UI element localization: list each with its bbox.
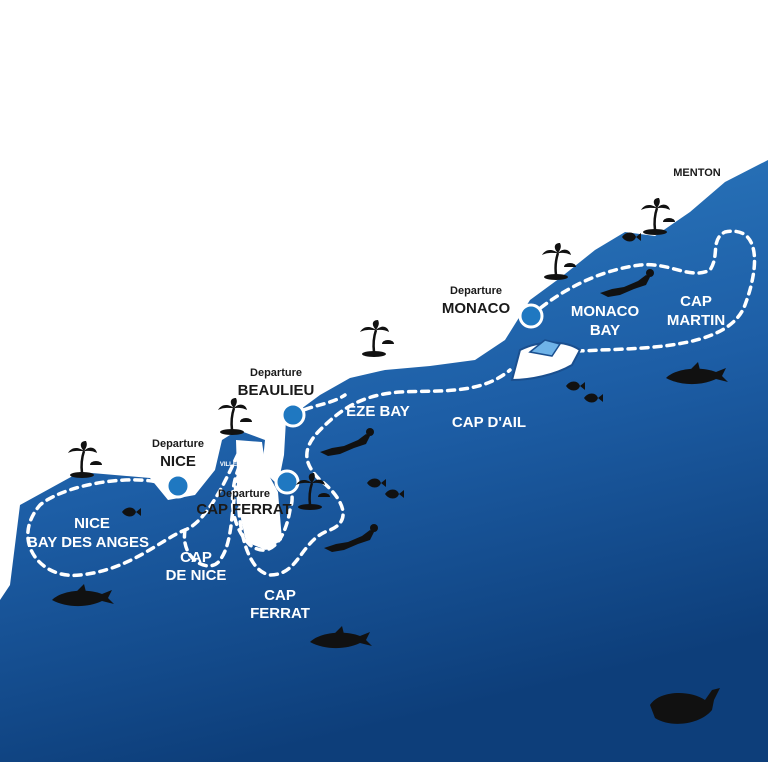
departure-dot-beaulieu[interactable] [280, 402, 306, 428]
cap-ferrat-peninsula [236, 440, 282, 550]
area-monaco-bay: MONACO [571, 303, 640, 320]
area-cap-de-nice: CAP [180, 549, 212, 566]
place-label-villefranche-bay: BAY [237, 470, 249, 476]
departure-name-monaco: MONACO [442, 300, 511, 317]
area-monaco-bay-line2: BAY [590, 322, 620, 339]
route-monaco-martin [523, 229, 757, 357]
departure-label-nice: Departure [152, 438, 204, 450]
route-nice-bay [26, 448, 242, 578]
place-label-villefranche: VILLEFRANCHE [220, 462, 266, 468]
place-label-menton: MENTON [673, 167, 721, 179]
whale-icon [650, 688, 720, 724]
departure-dot-monaco[interactable] [518, 303, 544, 329]
area-cap-ferrat-line2: FERRAT [250, 605, 310, 622]
departure-dot-cap-ferrat[interactable] [274, 469, 300, 495]
departure-label-monaco: Departure [450, 285, 502, 297]
area-nice-bay-line2: BAY DES ANGES [27, 534, 149, 551]
area-cap-martin: CAP [680, 293, 712, 310]
departure-name-beaulieu: BEAULIEU [238, 382, 315, 399]
area-cap-martin-line2: MARTIN [667, 312, 725, 329]
speedboat-icon[interactable] [510, 339, 582, 382]
departure-label-cap-ferrat: Departure [218, 488, 270, 500]
route-villefranche [230, 453, 294, 552]
route-cap-ferrat [236, 368, 512, 577]
area-nice-bay: NICE [74, 515, 110, 532]
area-cap-ferrat: CAP [264, 587, 296, 604]
departure-dot-nice[interactable] [165, 473, 191, 499]
area-cap-de-nice-line2: DE NICE [166, 567, 227, 584]
sea [0, 160, 768, 762]
departure-name-cap-ferrat: CAP FERRAT [196, 501, 291, 518]
area-cap-dail: CAP D'AIL [452, 414, 526, 431]
departure-name-nice: NICE [160, 453, 196, 470]
area-eze-bay: EZE BAY [346, 403, 410, 420]
departure-label-beaulieu: Departure [250, 367, 302, 379]
